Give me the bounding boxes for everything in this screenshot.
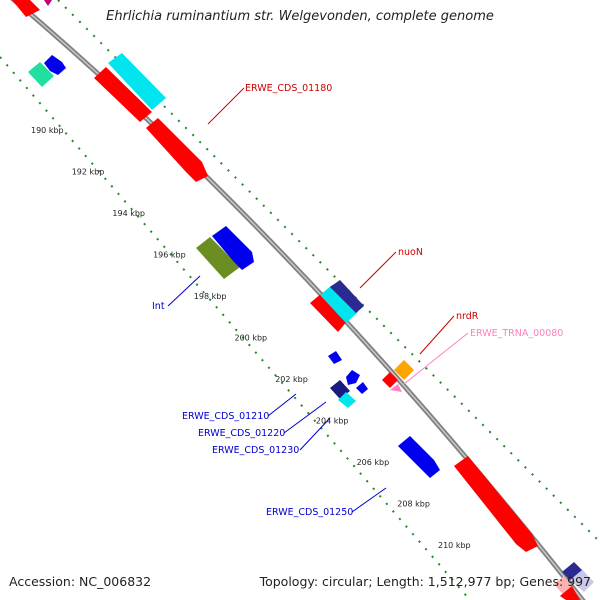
gene-red-upper [94,67,152,122]
gene-red-bottom [560,586,580,600]
tick-label: 196 kbp [153,251,186,260]
gene-teal-left [28,62,54,87]
accession-text: Accession: NC_006832 [9,574,152,589]
label-erwe-cds-01210: ERWE_CDS_01210 [182,411,269,422]
inner-guide-track [0,56,471,600]
tick-label: 204 kbp [316,417,349,426]
label-nuon: nuoN [398,247,423,258]
gene-red-nrdr [382,372,398,388]
topology-text: Topology: circular; Length: 1,512,977 bp… [259,574,591,589]
gene-orange-nrdr [394,360,414,380]
gene-cyan-nuon [320,285,358,323]
label-nrdr: nrdR [456,311,479,322]
gene-cyan-cds-01220 [338,392,356,408]
gene-red-cds-01180 [146,118,208,182]
gene-pink-trna [390,384,402,392]
gene-red-lower [454,456,538,552]
gene-olive-int [196,237,240,279]
tick-label: 202 kbp [275,375,308,384]
callout-erwe-cds-01210 [267,393,297,417]
tick-label: 200 kbp [235,334,268,343]
label-erwe-cds-01250: ERWE_CDS_01250 [266,507,353,518]
gene-blue-small-2 [346,370,360,385]
label-erwe-cds-01180: ERWE_CDS_01180 [245,83,332,94]
tick-label: 192 kbp [72,168,105,177]
gene-blue-cds-01250 [398,436,440,478]
gene-navy-nuon [330,280,364,313]
map-title: Ehrlichia ruminantium str. Welgevonden, … [106,9,494,24]
label-erwe-cds-01220: ERWE_CDS_01220 [198,428,285,439]
label-int: Int [152,301,165,312]
callout-erwe-cds-01250 [351,487,387,513]
tick-label: 190 kbp [31,126,64,135]
gene-blue-int [212,226,254,270]
gene-lavender-bottom [570,570,594,592]
gene-red-top-left [12,0,40,17]
callout-erwe-cds-01180 [207,87,245,125]
tick-labels: 190 kbp 192 kbp 194 kbp 196 kbp 198 kbp 200 k… [31,126,471,550]
tick-label: 208 kbp [397,500,430,509]
gene-blue-small-3 [356,382,368,394]
tick-label: 198 kbp [194,292,227,301]
gene-magenta-top-left [44,0,52,6]
label-erwe-trna-00080: ERWE_TRNA_00080 [470,328,563,339]
callout-trna [403,332,469,385]
callout-nrdr [419,315,455,355]
callout-erwe-cds-01230 [299,417,331,451]
tick-label: 194 kbp [112,209,145,218]
callout-int [167,275,201,307]
callout-nuon [359,251,397,289]
gene-cyan-upper [108,53,166,110]
tick-label: 210 kbp [438,541,471,550]
gene-red-nuon [310,293,348,332]
gene-blue-left [44,55,66,75]
tick-label: 206 kbp [357,458,390,467]
gene-blue-small-1 [328,351,342,364]
callout-erwe-cds-01220 [283,401,327,434]
label-erwe-cds-01230: ERWE_CDS_01230 [212,445,299,456]
